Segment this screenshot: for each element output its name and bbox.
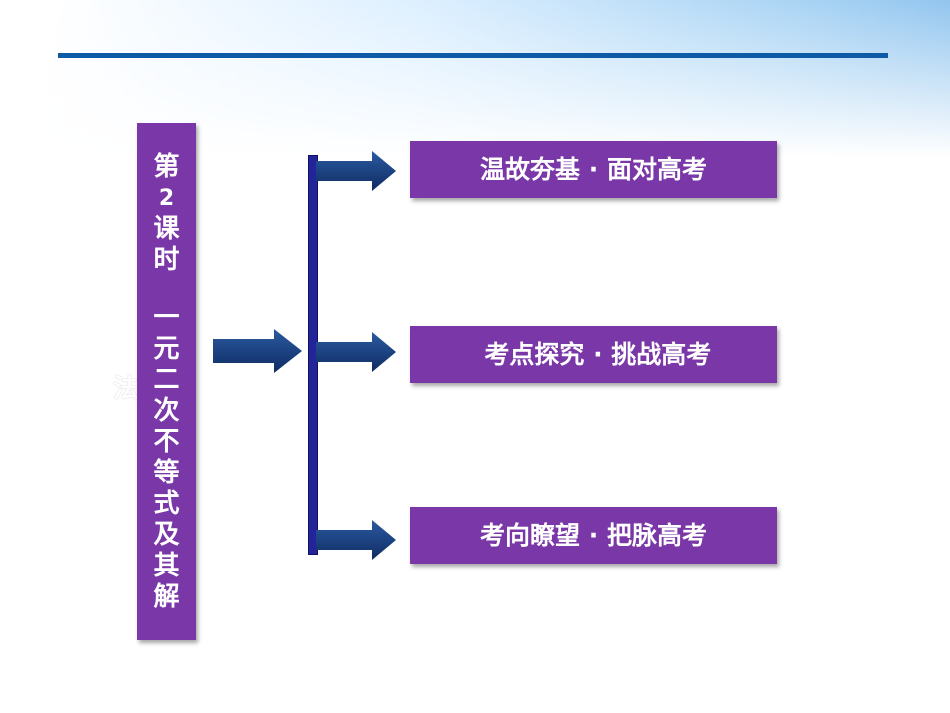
title-overflow-char: 法 (113, 374, 140, 404)
title-char: 解 (153, 582, 180, 612)
main-arrow-icon (213, 329, 302, 373)
section-outlook[interactable]: 考向瞭望 · 把脉高考 (410, 507, 777, 564)
title-char: 一 (153, 303, 180, 333)
title-char: 等 (153, 458, 180, 488)
lesson-title-box: 第 2 课 时 一 元 二 次 不 等 式 及 其 解 (137, 123, 196, 640)
title-char: 二 (153, 365, 180, 395)
title-char: 元 (153, 334, 180, 364)
branch-arrow-icon (316, 520, 396, 560)
branch-arrow-icon (316, 151, 396, 191)
section-review[interactable]: 温故夯基 · 面对高考 (410, 141, 777, 198)
lesson-number: 第 2 课 时 (137, 152, 196, 276)
title-char: 课 (153, 214, 180, 244)
title-char: 其 (153, 551, 180, 581)
title-char: 时 (153, 245, 180, 275)
title-char: 及 (153, 520, 180, 550)
branch-arrow-icon (316, 332, 396, 372)
title-char: 次 (153, 396, 180, 426)
title-char: 不 (153, 427, 180, 457)
section-explore[interactable]: 考点探究 · 挑战高考 (410, 326, 777, 383)
title-char: 第 (153, 152, 180, 182)
header-divider (58, 53, 888, 58)
lesson-topic: 一 元 二 次 不 等 式 及 其 解 (137, 303, 196, 613)
title-char: 2 (158, 186, 175, 211)
title-char: 式 (153, 489, 180, 519)
